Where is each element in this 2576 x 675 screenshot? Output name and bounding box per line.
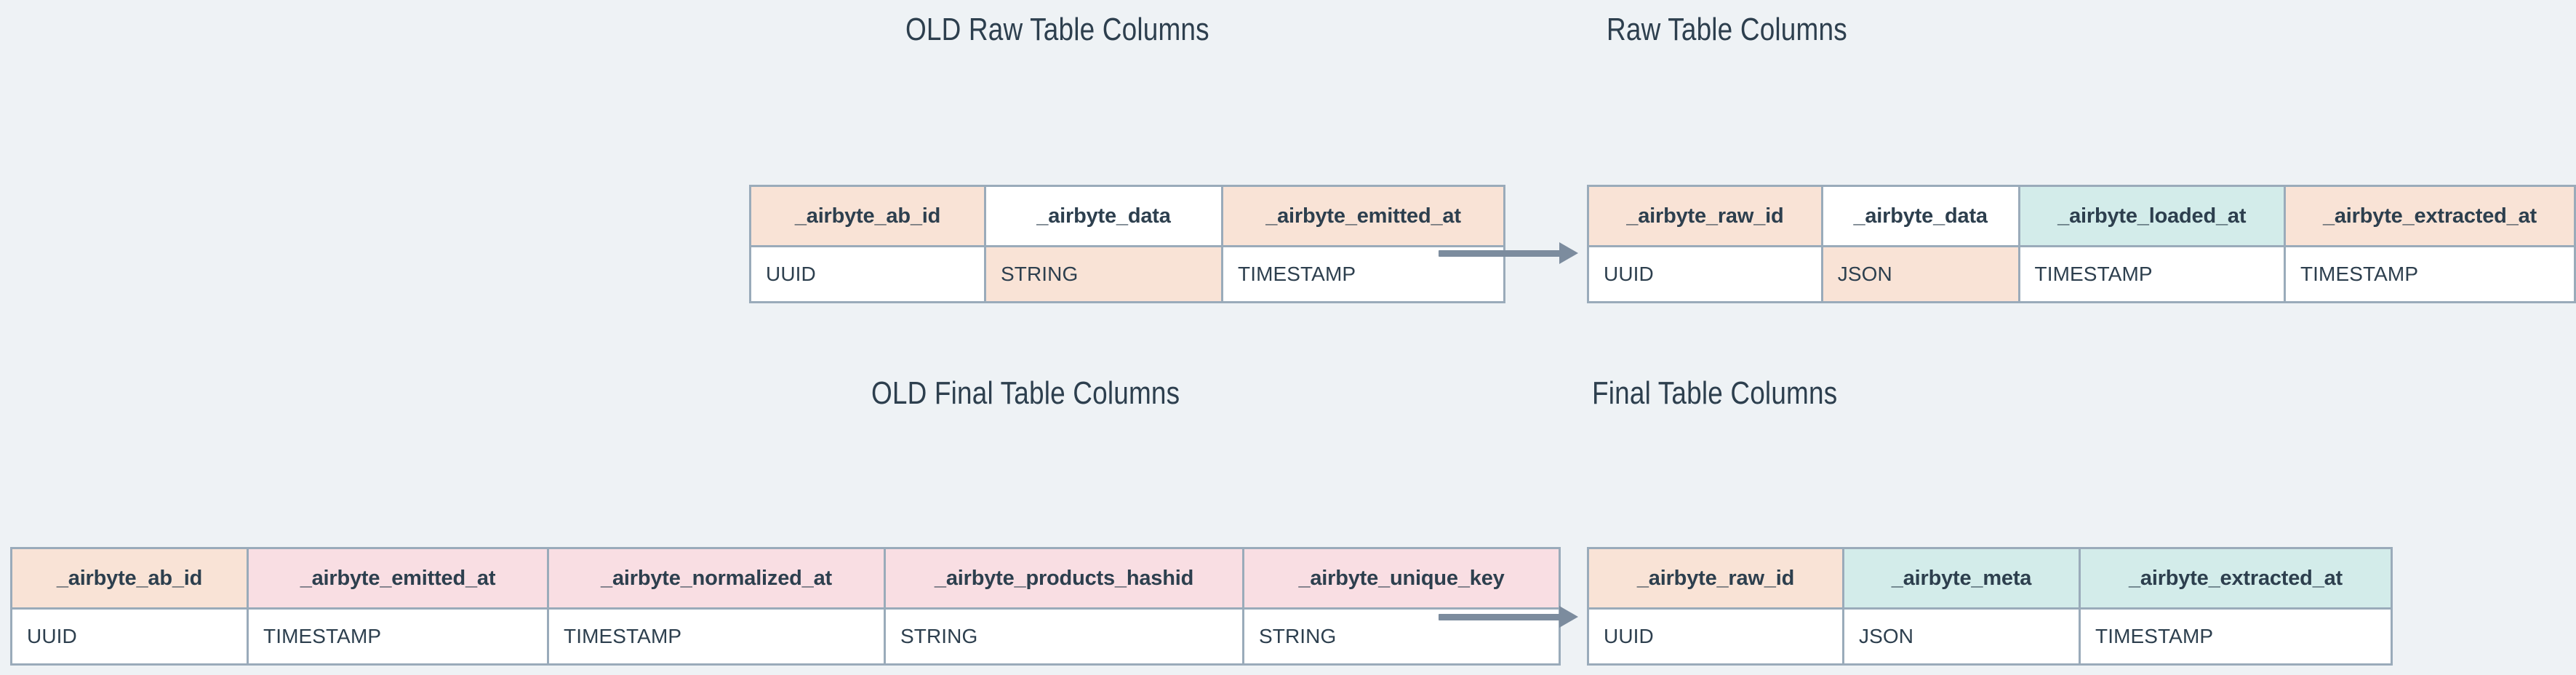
column-header: _airbyte_normalized_at [547, 547, 886, 610]
column-header: _airbyte_raw_id [1587, 185, 1823, 247]
column-type: JSON [1820, 245, 2020, 303]
arrow-shaft [1439, 250, 1561, 257]
column-type: UUID [1587, 245, 1823, 303]
column-type: UUID [1587, 607, 1844, 666]
table-header-row: _airbyte_ab_id _airbyte_emitted_at _airb… [10, 547, 1561, 610]
column-type: STRING [984, 245, 1223, 303]
new-raw-table: _airbyte_raw_id _airbyte_data _airbyte_l… [1587, 185, 2576, 303]
old-final-title: OLD Final Table Columns [871, 375, 1180, 411]
column-header: _airbyte_ab_id [10, 547, 249, 610]
column-type: TIMESTAMP [247, 607, 549, 666]
column-type: TIMESTAMP [2283, 245, 2576, 303]
column-header: _airbyte_emitted_at [247, 547, 549, 610]
column-type: TIMESTAMP [547, 607, 886, 666]
table-header-row: _airbyte_ab_id _airbyte_data _airbyte_em… [749, 185, 1505, 247]
column-header: _airbyte_data [1820, 185, 2020, 247]
column-type: TIMESTAMP [2079, 607, 2393, 666]
column-header: _airbyte_products_hashid [884, 547, 1244, 610]
table-header-row: _airbyte_raw_id _airbyte_data _airbyte_l… [1587, 185, 2576, 247]
arrow-head-icon [1559, 242, 1578, 264]
new-final-table: _airbyte_raw_id _airbyte_meta _airbyte_e… [1587, 547, 2393, 666]
column-header: _airbyte_data [984, 185, 1223, 247]
column-header: _airbyte_raw_id [1587, 547, 1844, 610]
final-migration-arrow [1439, 606, 1578, 628]
column-header: _airbyte_extracted_at [2283, 185, 2576, 247]
column-type: UUID [10, 607, 249, 666]
table-type-row: UUID STRING TIMESTAMP [749, 245, 1505, 303]
column-type: UUID [749, 245, 986, 303]
column-header: _airbyte_unique_key [1242, 547, 1561, 610]
column-header: _airbyte_loaded_at [2017, 185, 2286, 247]
column-type: STRING [884, 607, 1244, 666]
table-header-row: _airbyte_raw_id _airbyte_meta _airbyte_e… [1587, 547, 2393, 610]
column-header: _airbyte_ab_id [749, 185, 986, 247]
column-header: _airbyte_emitted_at [1221, 185, 1505, 247]
old-raw-title: OLD Raw Table Columns [905, 12, 1209, 47]
old-final-table: _airbyte_ab_id _airbyte_emitted_at _airb… [10, 547, 1561, 666]
table-type-row: UUID JSON TIMESTAMP TIMESTAMP [1587, 245, 2576, 303]
column-header: _airbyte_extracted_at [2079, 547, 2393, 610]
new-raw-title: Raw Table Columns [1607, 12, 1847, 47]
table-type-row: UUID JSON TIMESTAMP [1587, 607, 2393, 666]
new-final-title: Final Table Columns [1592, 375, 1838, 411]
column-header: _airbyte_meta [1842, 547, 2081, 610]
raw-migration-arrow [1439, 242, 1578, 264]
table-type-row: UUID TIMESTAMP TIMESTAMP STRING STRING [10, 607, 1561, 666]
column-type: TIMESTAMP [2017, 245, 2286, 303]
old-raw-table: _airbyte_ab_id _airbyte_data _airbyte_em… [749, 185, 1505, 303]
arrow-head-icon [1559, 606, 1578, 628]
arrow-shaft [1439, 614, 1561, 620]
column-type: JSON [1842, 607, 2081, 666]
